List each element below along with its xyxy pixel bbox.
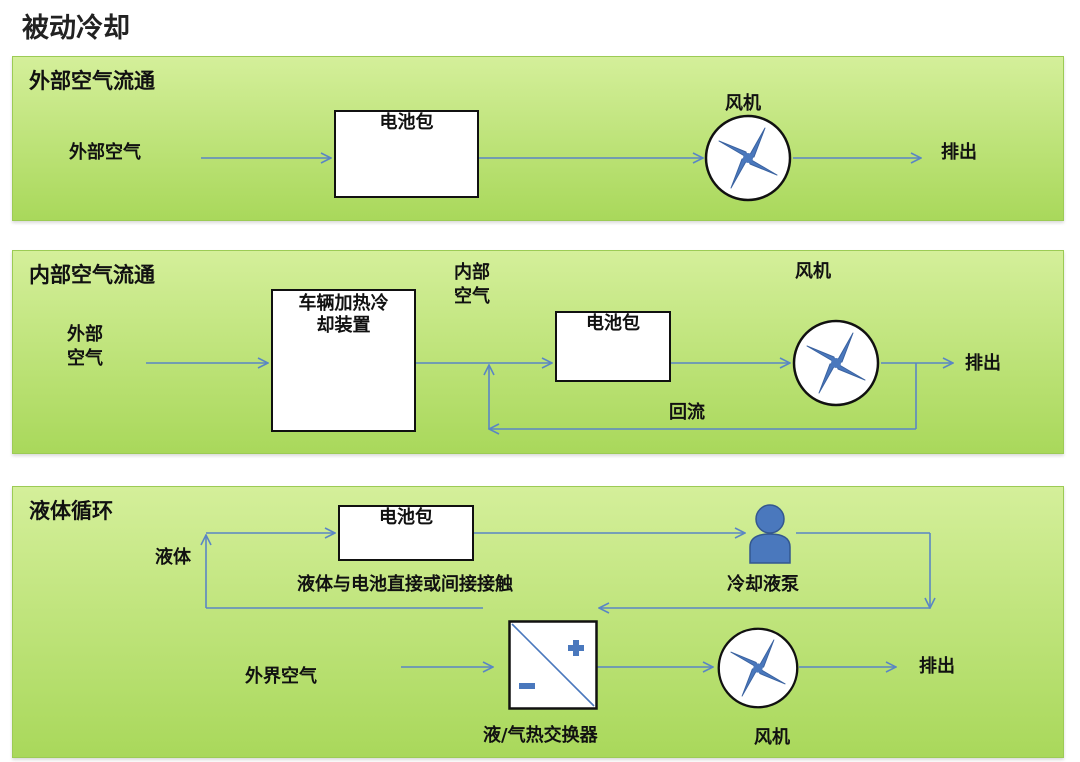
- flow-arrows-external: [201, 57, 1063, 220]
- label-outside-air: 外界空气: [245, 666, 317, 687]
- heat-exchanger-icon: [508, 620, 598, 710]
- fan-icon: [792, 319, 880, 407]
- label-fan: 风机: [725, 93, 761, 114]
- battery-pack-box: 电池包: [334, 110, 479, 198]
- panel-title-internal-air: 内部空气流通: [29, 263, 155, 287]
- label-fan: 风机: [754, 727, 790, 748]
- page-title: 被动冷却: [22, 13, 130, 44]
- label-heat-exchanger: 液/气热交换器: [483, 725, 598, 746]
- battery-pack-box: 电池包: [338, 505, 474, 561]
- label-outside-air: 外部 空气: [67, 324, 103, 369]
- panel-external-air: 外部空气流通 外部空气 电池包 风机 排出: [12, 56, 1064, 221]
- fan-icon: [717, 627, 799, 709]
- label-recirculation: 回流: [669, 402, 705, 423]
- fan-icon: [704, 114, 792, 202]
- label-contact-note: 液体与电池直接或间接接触: [297, 574, 513, 595]
- label-liquid: 液体: [155, 547, 191, 568]
- flow-arrows-internal: [146, 251, 1063, 453]
- label-exhaust: 排出: [941, 142, 977, 163]
- panel-liquid-circulation: 液体循环 液体 电池包 液体与电池直接或间接接触 冷却液泵 外界空气: [12, 486, 1064, 758]
- label-coolant-pump: 冷却液泵: [727, 574, 799, 595]
- label-exhaust: 排出: [965, 353, 1001, 374]
- label-outside-air: 外部空气: [69, 142, 141, 163]
- panel-title-external-air: 外部空气流通: [29, 69, 155, 93]
- panel-internal-air: 内部空气流通 外部 空气 车辆加热冷 却装置 内部 空气 电池包 风机 排出 回…: [12, 250, 1064, 454]
- coolant-pump-icon: [749, 504, 791, 564]
- battery-pack-box: 电池包: [555, 311, 671, 382]
- label-exhaust: 排出: [919, 656, 955, 677]
- label-internal-air: 内部 空气: [454, 262, 490, 307]
- label-fan: 风机: [795, 261, 831, 282]
- flow-arrows-liquid: [13, 487, 1063, 757]
- panel-title-liquid: 液体循环: [29, 499, 113, 523]
- vehicle-hvac-box: 车辆加热冷 却装置: [271, 289, 416, 432]
